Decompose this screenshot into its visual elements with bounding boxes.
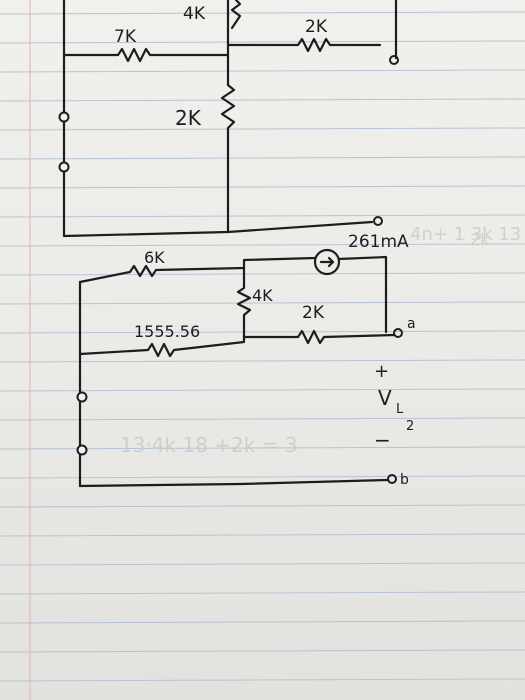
upper-7k-resistor	[62, 47, 230, 63]
terminal-a-node	[393, 328, 403, 338]
label-2k: 2K	[302, 303, 325, 323]
voltage-minus: −	[374, 428, 391, 452]
ruled-line	[0, 475, 525, 479]
lower-top-branch	[242, 256, 317, 270]
ruled-line	[0, 388, 525, 392]
upper-left-terminal-1	[58, 111, 70, 123]
ruled-line	[0, 504, 525, 508]
lower-4k-resistor	[236, 266, 252, 339]
lower-6k-resistor	[78, 264, 246, 284]
label-2k-middle: 2K	[175, 106, 202, 130]
ghost-text-2: 13·4k 18 +2k = 3	[120, 433, 298, 457]
label-2k-right: 2K	[305, 17, 328, 37]
voltage-subscript: L	[396, 402, 404, 417]
ruled-line	[0, 243, 525, 247]
lower-bottom-wire	[78, 478, 390, 488]
lower-left-terminal-1	[76, 391, 88, 403]
upper-bottom-wire	[62, 220, 374, 238]
lower-2k-resistor	[242, 329, 396, 345]
terminal-b-node	[387, 474, 397, 484]
lower-right-wire	[337, 255, 388, 334]
label-1555: 1555.56	[134, 322, 200, 341]
ruled-line	[0, 127, 525, 131]
ruled-line	[0, 562, 525, 566]
ruled-line	[0, 446, 525, 450]
ruled-line	[0, 69, 525, 73]
upper-2k-middle-resistor	[220, 83, 236, 234]
label-4k: 4K	[252, 286, 273, 305]
ruled-line	[0, 301, 525, 305]
ruled-line	[0, 98, 525, 102]
ruled-line	[0, 11, 525, 15]
ruled-line	[0, 156, 525, 160]
ruled-line	[0, 214, 525, 218]
label-current: 261mA	[348, 232, 409, 252]
voltage-label: V	[378, 386, 392, 410]
label-terminal-a: a	[407, 316, 416, 332]
lower-left-terminal-2	[76, 444, 88, 456]
lower-circuit: 6K 4K 2K 1555.56 261mA a b + V L 2 −	[76, 232, 416, 488]
upper-4k-resistor	[230, 0, 242, 30]
ruled-line	[0, 359, 525, 363]
ruled-line	[0, 272, 525, 276]
upper-right-terminal	[389, 55, 399, 65]
voltage-plus: +	[374, 361, 389, 382]
voltage-subsubscript: 2	[406, 419, 414, 434]
ruled-line	[0, 678, 525, 682]
ruled-line	[0, 330, 525, 334]
ruled-lines	[0, 11, 525, 682]
label-7k: 7K	[114, 27, 137, 47]
ruled-line	[0, 649, 525, 653]
ruled-line	[0, 533, 525, 537]
ruled-line	[0, 620, 525, 624]
label-4k-top: 4K	[183, 4, 206, 24]
ruled-line	[0, 185, 525, 189]
label-terminal-b: b	[400, 472, 409, 488]
ghost-text-3: 2k	[470, 230, 490, 249]
ruled-line	[0, 591, 525, 595]
lower-1555-resistor	[78, 335, 246, 358]
ruled-line	[0, 417, 525, 421]
upper-left-terminal-2	[58, 161, 70, 173]
ghost-text-1: 4n+ 1 3k 13	[410, 224, 521, 245]
ruled-line	[0, 40, 525, 44]
upper-bottom-terminal	[373, 216, 383, 226]
label-6k: 6K	[144, 248, 165, 267]
upper-circuit: 4K 7K 2K 2K	[58, 0, 399, 238]
current-source	[313, 248, 341, 276]
current-arrow	[319, 256, 335, 268]
bleed-through-marks: 4n+ 1 3k 13 13·4k 18 +2k = 3 2k	[120, 224, 521, 457]
upper-2k-right-resistor	[226, 37, 382, 53]
